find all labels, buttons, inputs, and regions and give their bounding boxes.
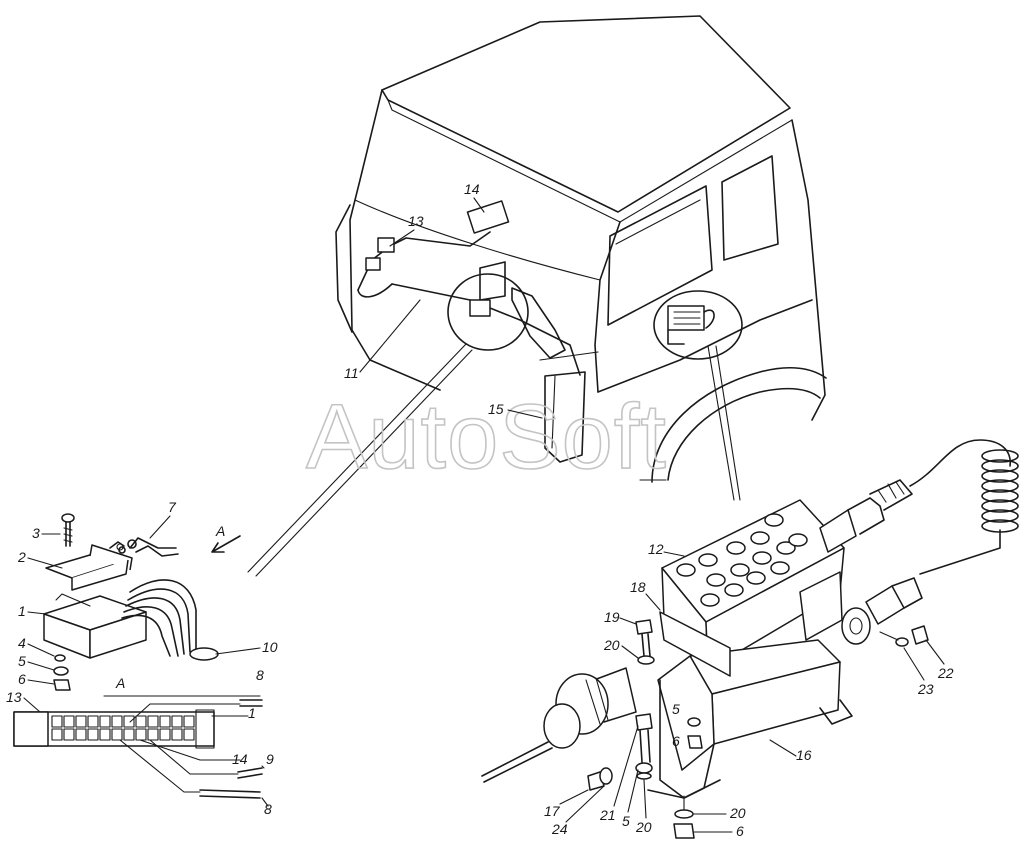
callout-19: 19 [604,609,620,625]
control-button [698,553,718,567]
callout-13: 13 [408,213,424,229]
connector-bracket-assembly [43,513,219,691]
detail-leader-right [707,345,741,501]
callout-20-bottom-left: 20 [635,819,652,835]
view-label-a-bottom: A [115,675,125,691]
control-button [746,571,766,585]
callout-5-bottom: 5 [622,813,630,829]
callout-21: 21 [599,807,616,823]
cable-coil [981,489,1019,503]
fuse-cell [87,715,99,728]
fuse-cell [111,715,123,728]
callout-6-bottom: 6 [736,823,744,839]
cable-coil [981,479,1019,493]
fuse-cell [99,728,111,741]
callout-5: 5 [18,653,26,669]
control-button [764,513,784,527]
cable-coil [981,459,1019,473]
fuse-cell [87,728,99,741]
fuse-cell [123,715,135,728]
fuse-cell [135,715,147,728]
callout-8-bottom: 8 [264,801,272,817]
cable-coil [981,449,1019,463]
fuse-cell [147,715,159,728]
control-button [700,593,720,607]
fuse-cell [183,728,195,741]
control-button [788,533,808,547]
control-block-assembly [481,439,1019,839]
fuse-cell [63,715,75,728]
callout-22: 22 [937,665,954,681]
callout-10: 10 [262,639,278,655]
fuse-cell [171,728,183,741]
callout-8-top: 8 [256,667,264,683]
view-label-a: A [215,523,225,539]
fuse-cell [111,728,123,741]
control-button [726,541,746,555]
fuse-cell [63,728,75,741]
fuse-cell [51,715,63,728]
control-button [730,563,750,577]
detail-leader-left [247,343,473,577]
cable-coil [981,499,1019,513]
truck-cab [335,15,827,483]
callout-24: 24 [551,821,568,837]
callout-5-right: 5 [672,701,680,717]
callout-2: 2 [17,549,26,565]
fuse-cell [171,715,183,728]
fuse-cell [99,715,111,728]
callout-16: 16 [796,747,812,763]
control-button [752,551,772,565]
control-button [770,561,790,575]
control-button [724,583,744,597]
cable-coil [981,469,1019,483]
callout-23: 23 [917,681,934,697]
fuse-cell [75,728,87,741]
callout-6-right: 6 [672,733,680,749]
fuse-cell [159,715,171,728]
callout-17: 17 [544,803,561,819]
callout-6: 6 [18,671,26,687]
control-button [706,573,726,587]
cable-coil [981,509,1019,523]
callout-14: 14 [464,181,480,197]
callout-4: 4 [18,635,26,651]
callout-7: 7 [168,499,177,515]
fuse-cell [183,715,195,728]
callout-13-left: 13 [6,689,22,705]
callout-3: 3 [32,525,40,541]
callout-20-upper: 20 [603,637,620,653]
callout-12: 12 [648,541,664,557]
fuse-cell [51,728,63,741]
fuse-cell [123,728,135,741]
callout-1: 1 [18,603,26,619]
callout-1-bottom: 1 [248,705,256,721]
watermark: AutoSoft [306,386,667,488]
fuse-cell [147,728,159,741]
fuse-block-view-a [13,709,215,749]
callout-18: 18 [630,579,646,595]
fuse-cell [75,715,87,728]
callout-11: 11 [344,365,359,381]
control-button [776,541,796,555]
fuse-cell [159,728,171,741]
control-button [750,531,770,545]
callout-14-left: 14 [232,751,248,767]
view-arrow [211,535,241,553]
callout-15: 15 [488,401,504,417]
callout-20-bottom-right: 20 [729,805,746,821]
callout-9: 9 [266,751,274,767]
control-button [676,563,696,577]
